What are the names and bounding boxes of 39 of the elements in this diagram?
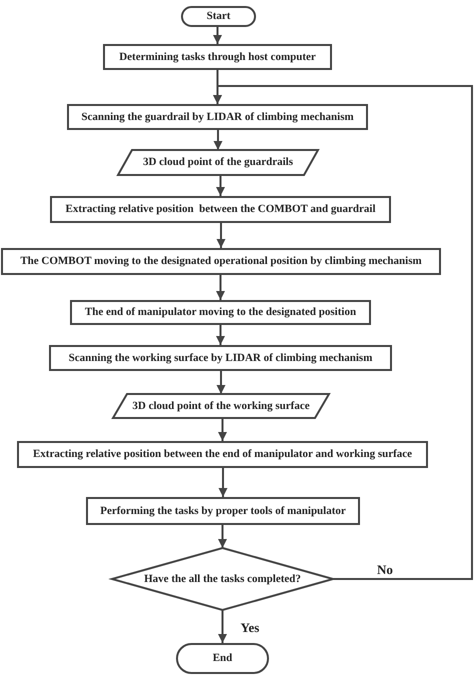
arrow bbox=[214, 130, 222, 150]
arrow bbox=[216, 325, 225, 345]
step-text: Scanning the guardrail by LIDAR of climbing mechanism bbox=[81, 110, 354, 124]
step-text: End bbox=[212, 652, 232, 665]
arrow bbox=[218, 610, 227, 643]
arrow bbox=[216, 275, 225, 300]
step-text: The COMBOT moving to the designated operational position by climbing mechanism bbox=[20, 255, 422, 268]
data-parallelogram bbox=[113, 394, 329, 418]
terminal-shape bbox=[181, 6, 256, 27]
step-text: 3D cloud point of the guardrails bbox=[142, 156, 294, 169]
step-text: Performing the tasks by proper tools of manipulator bbox=[100, 504, 346, 518]
step-text: Scanning the working surface by LIDAR of climbing mechanism bbox=[68, 352, 372, 364]
arrow bbox=[216, 175, 225, 196]
step-text: The end of manipulator moving to the designated position bbox=[84, 306, 356, 319]
process-box bbox=[70, 300, 371, 325]
process-box bbox=[17, 441, 428, 468]
step-text: Determining tasks through host computer bbox=[119, 50, 316, 64]
edge-label: Yes bbox=[240, 620, 260, 634]
step-text: Start bbox=[206, 10, 230, 23]
step-text: Have the all the tasks completed? bbox=[144, 572, 301, 586]
process-box bbox=[50, 196, 391, 223]
process-box bbox=[103, 44, 332, 70]
process-box bbox=[1, 248, 441, 275]
step-text: Extracting relative position between the end of manipulator and working surface bbox=[32, 448, 412, 461]
edge-label: No bbox=[377, 563, 393, 576]
arrow bbox=[216, 223, 226, 248]
process-box bbox=[67, 104, 368, 130]
arrow bbox=[218, 525, 227, 548]
data-parallelogram bbox=[118, 150, 318, 175]
process-box bbox=[49, 345, 392, 371]
arrow bbox=[216, 371, 226, 394]
terminal-shape bbox=[176, 643, 269, 674]
arrow bbox=[213, 85, 473, 580]
step-text: 3D cloud point of the working surface bbox=[132, 400, 310, 412]
arrow bbox=[218, 418, 227, 441]
step-text: Extracting relative position between the COMBOT and guardrail bbox=[65, 203, 376, 216]
arrow bbox=[213, 27, 222, 44]
arrow bbox=[218, 468, 228, 497]
process-box bbox=[86, 497, 360, 525]
